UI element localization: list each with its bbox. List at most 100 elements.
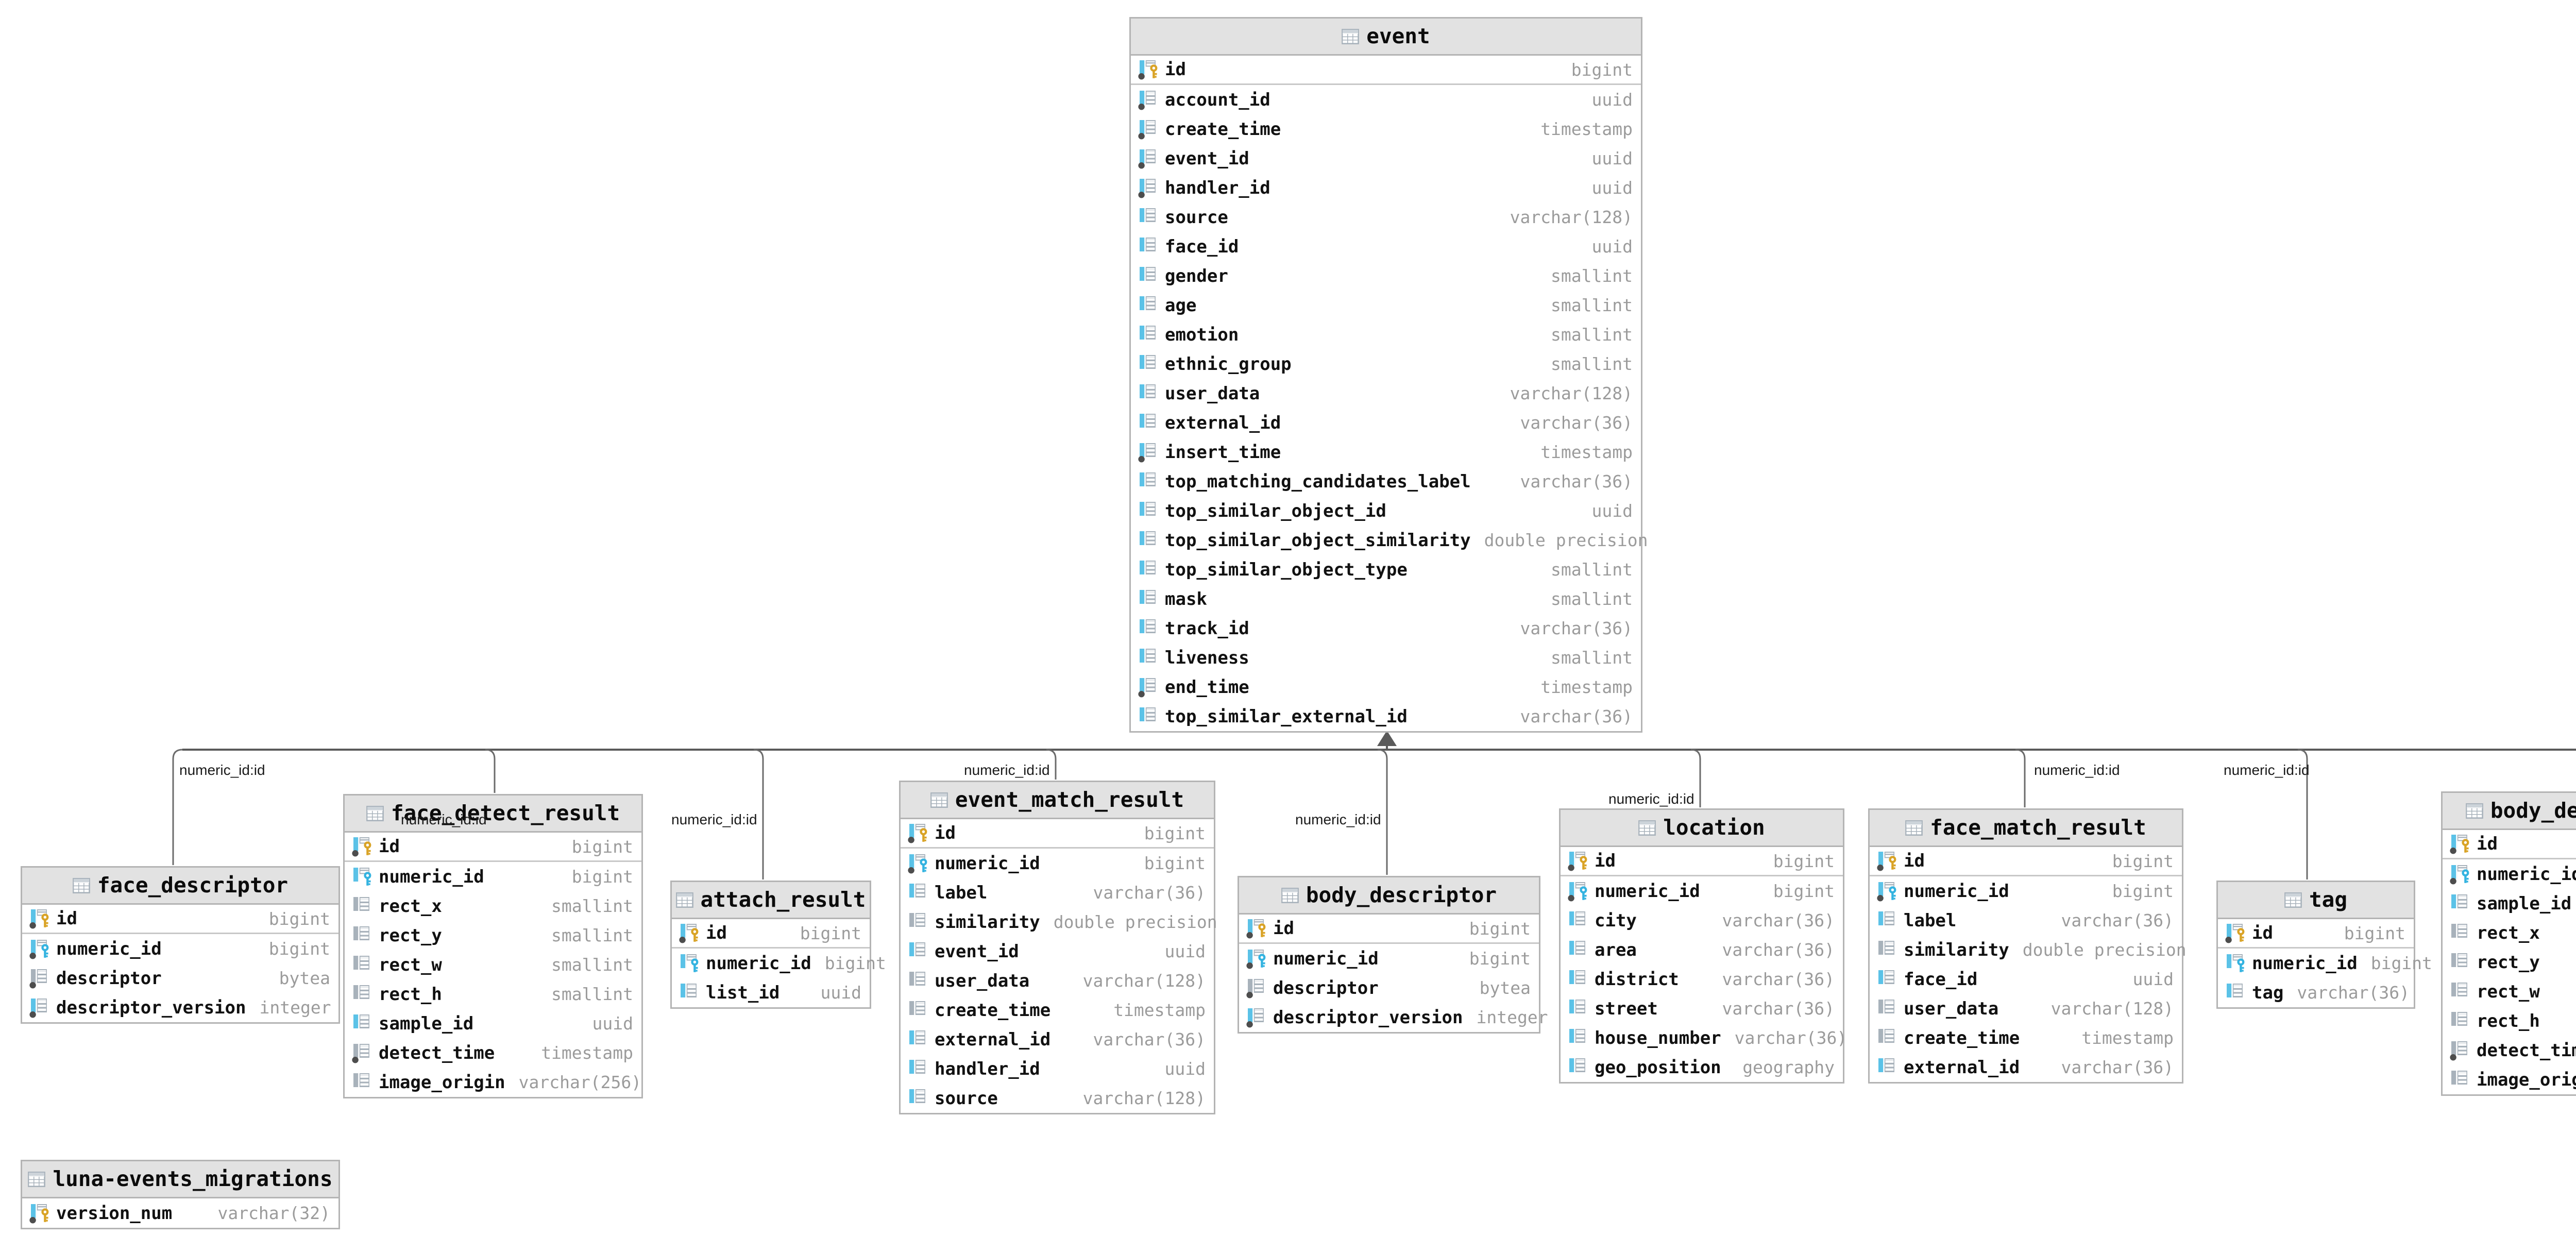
table-header-attach_result[interactable]: attach_result [672, 882, 870, 919]
table-header-tag[interactable]: tag [2218, 882, 2414, 919]
table-header-event_match_result[interactable]: event_match_result [901, 782, 1214, 819]
table-header-body_descriptor[interactable]: body_descriptor [1239, 877, 1539, 915]
table-header-event[interactable]: event [1131, 19, 1641, 56]
table-header-luna-events_migrations[interactable]: luna-events_migrations [22, 1161, 338, 1198]
table-header-face_detect_result[interactable]: face_detect_result [345, 796, 641, 833]
table-header-face_match_result[interactable]: face_match_result [1870, 810, 2182, 847]
table-body_detect_result[interactable]: body_detect_resultidbigintnumeric_idbigi… [2441, 791, 2576, 1096]
table-header-body_detect_result[interactable]: body_detect_result [2443, 793, 2576, 830]
table-header-face_descriptor[interactable]: face_descriptor [22, 868, 338, 905]
table-header-location[interactable]: location [1561, 810, 1843, 847]
